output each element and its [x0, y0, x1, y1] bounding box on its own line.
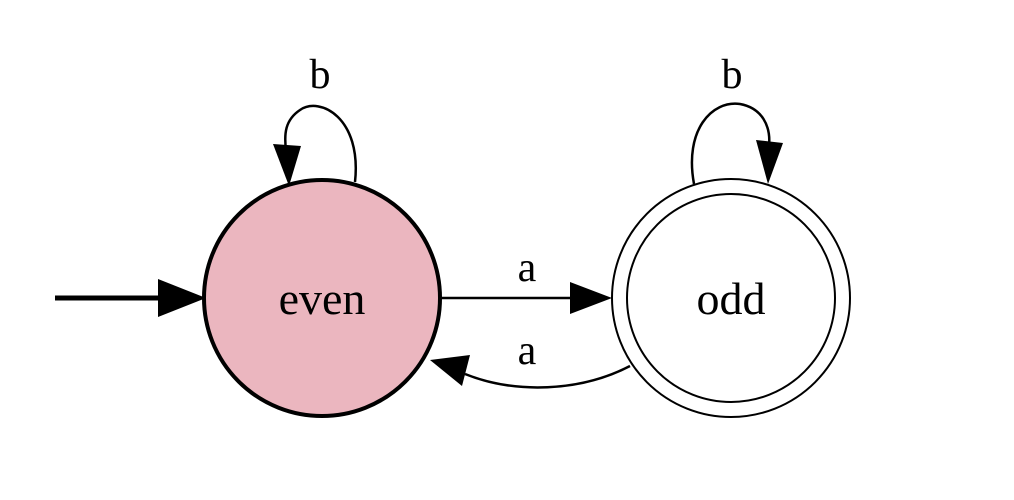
transition-even-self-loop: b — [273, 52, 358, 186]
initial-arrow — [55, 279, 206, 317]
transition-odd-self-label: b — [722, 52, 743, 98]
state-even-circle — [202, 178, 442, 418]
transition-odd-to-even-label: a — [518, 328, 537, 374]
transition-odd-to-even: a — [430, 328, 631, 389]
transition-even-self-label: b — [310, 52, 331, 98]
state-odd: odd — [611, 178, 851, 418]
state-odd-inner-circle — [626, 193, 836, 403]
transition-even-to-odd-label: a — [518, 245, 537, 291]
transition-odd-self-loop: b — [690, 52, 783, 185]
state-even: even — [202, 178, 442, 418]
state-even-label: even — [279, 273, 366, 324]
transition-even-to-odd: a — [441, 245, 612, 314]
state-odd-label: odd — [697, 273, 766, 324]
